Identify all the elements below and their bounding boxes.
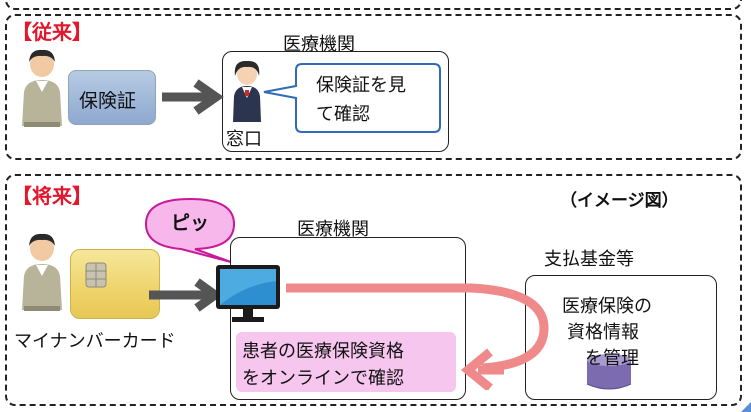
payment-fund-label: 支払基金等 bbox=[544, 249, 634, 270]
bubble-text-line2: て確認 bbox=[316, 104, 370, 125]
medical-institution-label-future: 医療機関 bbox=[297, 219, 369, 240]
beep-text: ピッ bbox=[171, 212, 210, 234]
online-check-line1: 患者の医療保険資格 bbox=[242, 341, 404, 362]
counter-label: 窓口 bbox=[226, 129, 262, 150]
person-icon bbox=[22, 233, 62, 311]
mynumber-card bbox=[70, 249, 160, 319]
corner-mark bbox=[741, 402, 751, 412]
insurance-card bbox=[68, 70, 156, 125]
arrow-right-icon bbox=[149, 278, 223, 312]
person-icon bbox=[22, 49, 62, 127]
arrow-right-icon bbox=[162, 79, 224, 115]
mynumber-card-label: マイナンバーカード bbox=[14, 331, 176, 352]
fund-text-line3: を管理 bbox=[585, 348, 639, 369]
receptionist-icon bbox=[233, 60, 261, 122]
future-system-label: 将来 bbox=[12, 180, 92, 209]
monitor-icon bbox=[216, 265, 280, 322]
current-system-label: 従来 bbox=[12, 16, 92, 45]
image-note: （イメージ図） bbox=[560, 191, 679, 211]
bubble-text-line1: 保険証を見 bbox=[316, 75, 406, 96]
online-check-box bbox=[236, 332, 456, 392]
medical-institution-label: 医療機関 bbox=[283, 34, 355, 55]
return-arrow-icon bbox=[286, 283, 549, 390]
previous-section-edge bbox=[5, 0, 742, 10]
database-icon bbox=[586, 354, 632, 390]
fund-text-line2: 資格情報 bbox=[567, 322, 639, 343]
ic-chip-icon bbox=[85, 262, 107, 288]
insurance-card-label: 保険証 bbox=[79, 90, 137, 112]
online-check-line2: をオンラインで確認 bbox=[242, 368, 404, 389]
speech-bubble bbox=[263, 63, 441, 133]
fund-text-line1: 医療保険の bbox=[562, 296, 652, 317]
